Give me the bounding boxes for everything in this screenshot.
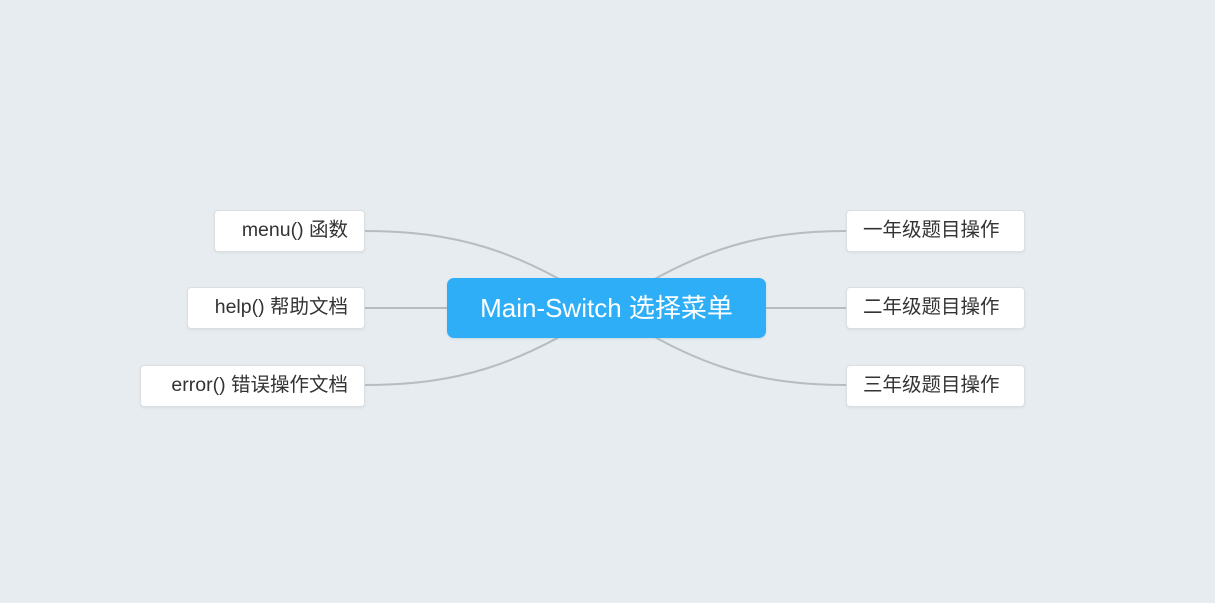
node-grade-two-operations[interactable]: 二年级题目操作 xyxy=(846,287,1025,329)
node-label: help() 帮助文档 xyxy=(214,296,348,319)
node-grade-three-operations[interactable]: 三年级题目操作 xyxy=(846,365,1025,407)
root-node-main-switch[interactable]: Main-Switch 选择菜单 xyxy=(447,278,766,338)
root-node-label: Main-Switch 选择菜单 xyxy=(480,293,733,323)
node-label: menu() 函数 xyxy=(241,219,348,242)
node-error-document[interactable]: error() 错误操作文档 xyxy=(140,365,365,407)
node-label: 三年级题目操作 xyxy=(863,374,1000,397)
node-label: 一年级题目操作 xyxy=(863,219,1000,242)
node-menu-function[interactable]: menu() 函数 xyxy=(214,210,365,252)
node-label: 二年级题目操作 xyxy=(863,296,1000,319)
node-help-document[interactable]: help() 帮助文档 xyxy=(187,287,365,329)
node-grade-one-operations[interactable]: 一年级题目操作 xyxy=(846,210,1025,252)
node-label: error() 错误操作文档 xyxy=(171,374,348,397)
